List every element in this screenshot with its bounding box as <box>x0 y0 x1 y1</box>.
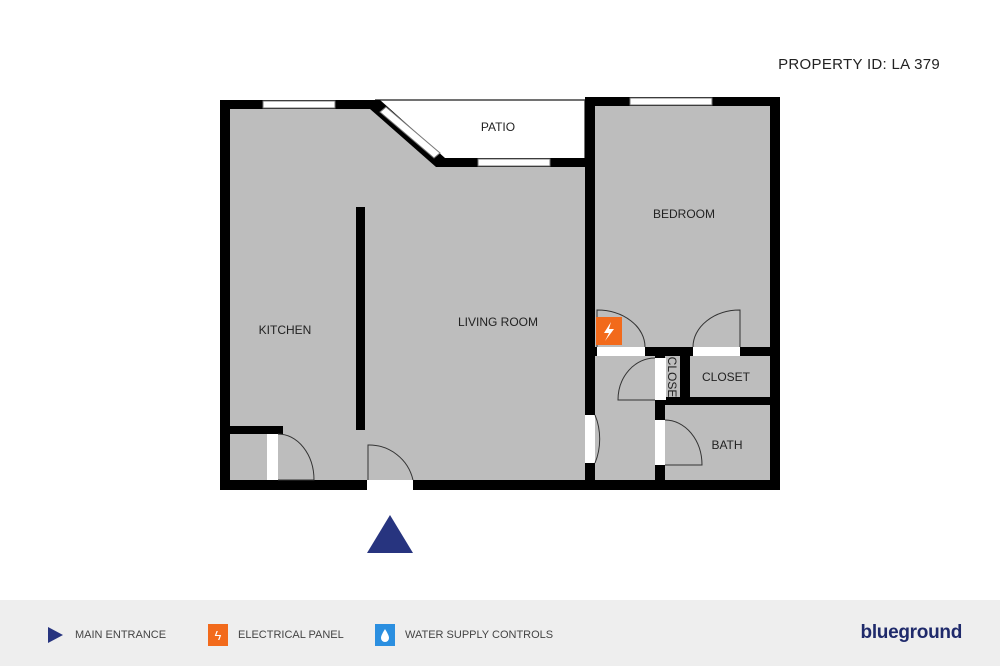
room-label-bath: BATH <box>711 438 742 452</box>
triangle-right-icon <box>45 624 65 646</box>
room-label-living-room: LIVING ROOM <box>458 315 538 329</box>
water-drop-icon <box>375 624 395 646</box>
bedroom-floor <box>595 106 770 480</box>
room-label-closet: CLOSET <box>702 370 751 384</box>
legend-main-entrance: MAIN ENTRANCE <box>45 624 166 646</box>
room-label-kitchen: KITCHEN <box>259 323 312 337</box>
door-openings <box>267 347 740 490</box>
floor-plan: PATIO BEDROOM KITCHEN LIVING ROOM CLOSE … <box>220 97 780 553</box>
legend-footer: MAIN ENTRANCE ϟ ELECTRICAL PANEL WATER S… <box>0 600 1000 666</box>
windows <box>262 97 713 167</box>
living-kitchen-floor <box>230 108 585 480</box>
brand-logo: blueground <box>860 622 963 643</box>
main-entrance-marker <box>367 515 413 553</box>
property-id: PROPERTY ID: LA 379 <box>778 56 940 73</box>
legend-electrical-panel: ϟ ELECTRICAL PANEL <box>208 624 344 646</box>
room-label-patio: PATIO <box>481 120 515 134</box>
legend-label: ELECTRICAL PANEL <box>238 629 344 641</box>
legend-label: MAIN ENTRANCE <box>75 629 167 641</box>
door-swings <box>277 309 741 481</box>
legend-water-supply: WATER SUPPLY CONTROLS <box>375 624 553 646</box>
electrical-panel-icon <box>596 317 622 345</box>
legend-label: WATER SUPPLY CONTROLS <box>405 629 554 641</box>
room-label-bedroom: BEDROOM <box>653 207 715 221</box>
lightning-icon: ϟ <box>208 624 228 646</box>
room-label-small-closet: CLOSE <box>665 357 679 398</box>
